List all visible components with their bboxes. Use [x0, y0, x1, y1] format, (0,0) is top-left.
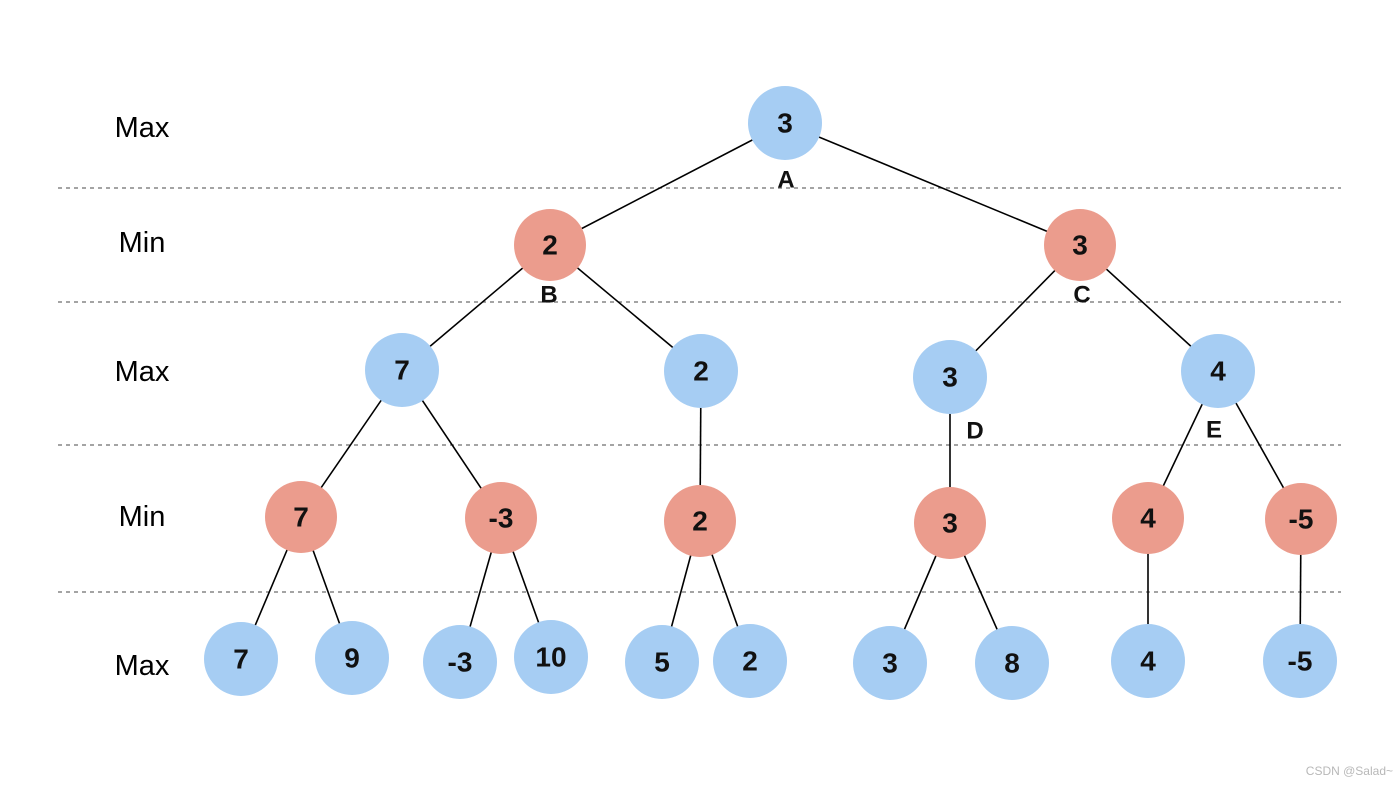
node-max3-7-value: 7 [394, 355, 410, 386]
node-max3-2-value: 2 [693, 356, 709, 387]
node-min4-4-value: 4 [1140, 503, 1156, 534]
node-min4-neg5-value: -5 [1289, 504, 1314, 535]
tree-node-min4-2: 2 [664, 485, 736, 557]
tree-leaf-5: 5 [625, 625, 699, 699]
row-label-max-3: Max [115, 650, 170, 682]
leaf-3-value: 3 [882, 648, 898, 679]
node-B-value: 2 [542, 230, 558, 261]
node-min4-2-circle [664, 485, 736, 557]
leaf-4-value: 4 [1140, 646, 1156, 677]
leaf-neg5-circle [1263, 624, 1337, 698]
row-labels: Max Min Max Min Max [115, 112, 170, 682]
tree-node-min4-neg3: -3 [465, 482, 537, 554]
tree-node-A: 3 A [748, 86, 822, 194]
node-D-circle [913, 340, 987, 414]
leaf-5-circle [625, 625, 699, 699]
leaf-neg5-value: -5 [1288, 646, 1313, 677]
node-min4-3-circle [914, 487, 986, 559]
leaf-neg3-value: -3 [448, 647, 473, 678]
row-label-min-2: Min [119, 501, 166, 533]
node-min4-7-value: 7 [293, 502, 309, 533]
tree-node-C: 3 C [1044, 209, 1116, 309]
node-min4-2-value: 2 [692, 506, 708, 537]
edge-A-C [784, 122, 1081, 246]
node-A-value: 3 [777, 108, 793, 139]
leaf-2-value: 2 [742, 646, 758, 677]
row-label-max-1: Max [115, 112, 170, 144]
node-A-letter: A [777, 167, 794, 194]
leaf-8-value: 8 [1004, 648, 1020, 679]
tree-node-min4-4: 4 [1112, 482, 1184, 554]
node-min4-neg3-value: -3 [489, 503, 514, 534]
node-max3-7-circle [365, 333, 439, 407]
node-B-letter: B [540, 282, 557, 309]
row-label-min-1: Min [119, 227, 166, 259]
node-min4-4-circle [1112, 482, 1184, 554]
tree-leaf-4: 4 [1111, 624, 1185, 698]
tree-node-min4-neg5: -5 [1265, 483, 1337, 555]
tree-node-E: 4 E [1181, 334, 1255, 444]
node-min4-7-circle [265, 481, 337, 553]
tree-leaf-9: 9 [315, 621, 389, 695]
tree-node-max3-2: 2 [664, 334, 738, 408]
tree-node-B: 2 B [514, 209, 586, 309]
leaf-3-circle [853, 626, 927, 700]
node-min4-3-value: 3 [942, 508, 958, 539]
node-min4-neg5-circle [1265, 483, 1337, 555]
node-E-letter: E [1206, 417, 1222, 444]
leaf-neg3-circle [423, 625, 497, 699]
tree-leaf-2: 2 [713, 624, 787, 698]
tree-leaf-neg5: -5 [1263, 624, 1337, 698]
tree-leaf-8: 8 [975, 626, 1049, 700]
leaf-9-circle [315, 621, 389, 695]
leaf-5-value: 5 [654, 647, 670, 678]
edge-A-B [549, 122, 786, 246]
node-D-value: 3 [942, 362, 958, 393]
leaf-2-circle [713, 624, 787, 698]
node-C-value: 3 [1072, 230, 1088, 261]
tree-leaf-neg3: -3 [423, 625, 497, 699]
node-E-circle [1181, 334, 1255, 408]
leaf-10-circle [514, 620, 588, 694]
leaf-7-value: 7 [233, 644, 249, 675]
tree-node-D: 3 D [913, 340, 987, 445]
node-min4-neg3-circle [465, 482, 537, 554]
node-C-letter: C [1073, 282, 1090, 309]
node-D-letter: D [966, 418, 983, 445]
watermark-text: CSDN @Salad~ [1306, 764, 1393, 778]
node-C-circle [1044, 209, 1116, 281]
tree-node-min4-3: 3 [914, 487, 986, 559]
tree-leaf-7: 7 [204, 622, 278, 696]
tree-node-min4-7: 7 [265, 481, 337, 553]
leaf-8-circle [975, 626, 1049, 700]
row-label-max-2: Max [115, 356, 170, 388]
node-B-circle [514, 209, 586, 281]
leaf-10-value: 10 [535, 642, 566, 673]
leaf-7-circle [204, 622, 278, 696]
tree-node-max3-7: 7 [365, 333, 439, 407]
tree-leaf-10: 10 [514, 620, 588, 694]
leaf-9-value: 9 [344, 643, 360, 674]
node-A-circle [748, 86, 822, 160]
node-max3-2-circle [664, 334, 738, 408]
tree-leaf-3: 3 [853, 626, 927, 700]
leaf-4-circle [1111, 624, 1185, 698]
node-E-value: 4 [1210, 356, 1226, 387]
